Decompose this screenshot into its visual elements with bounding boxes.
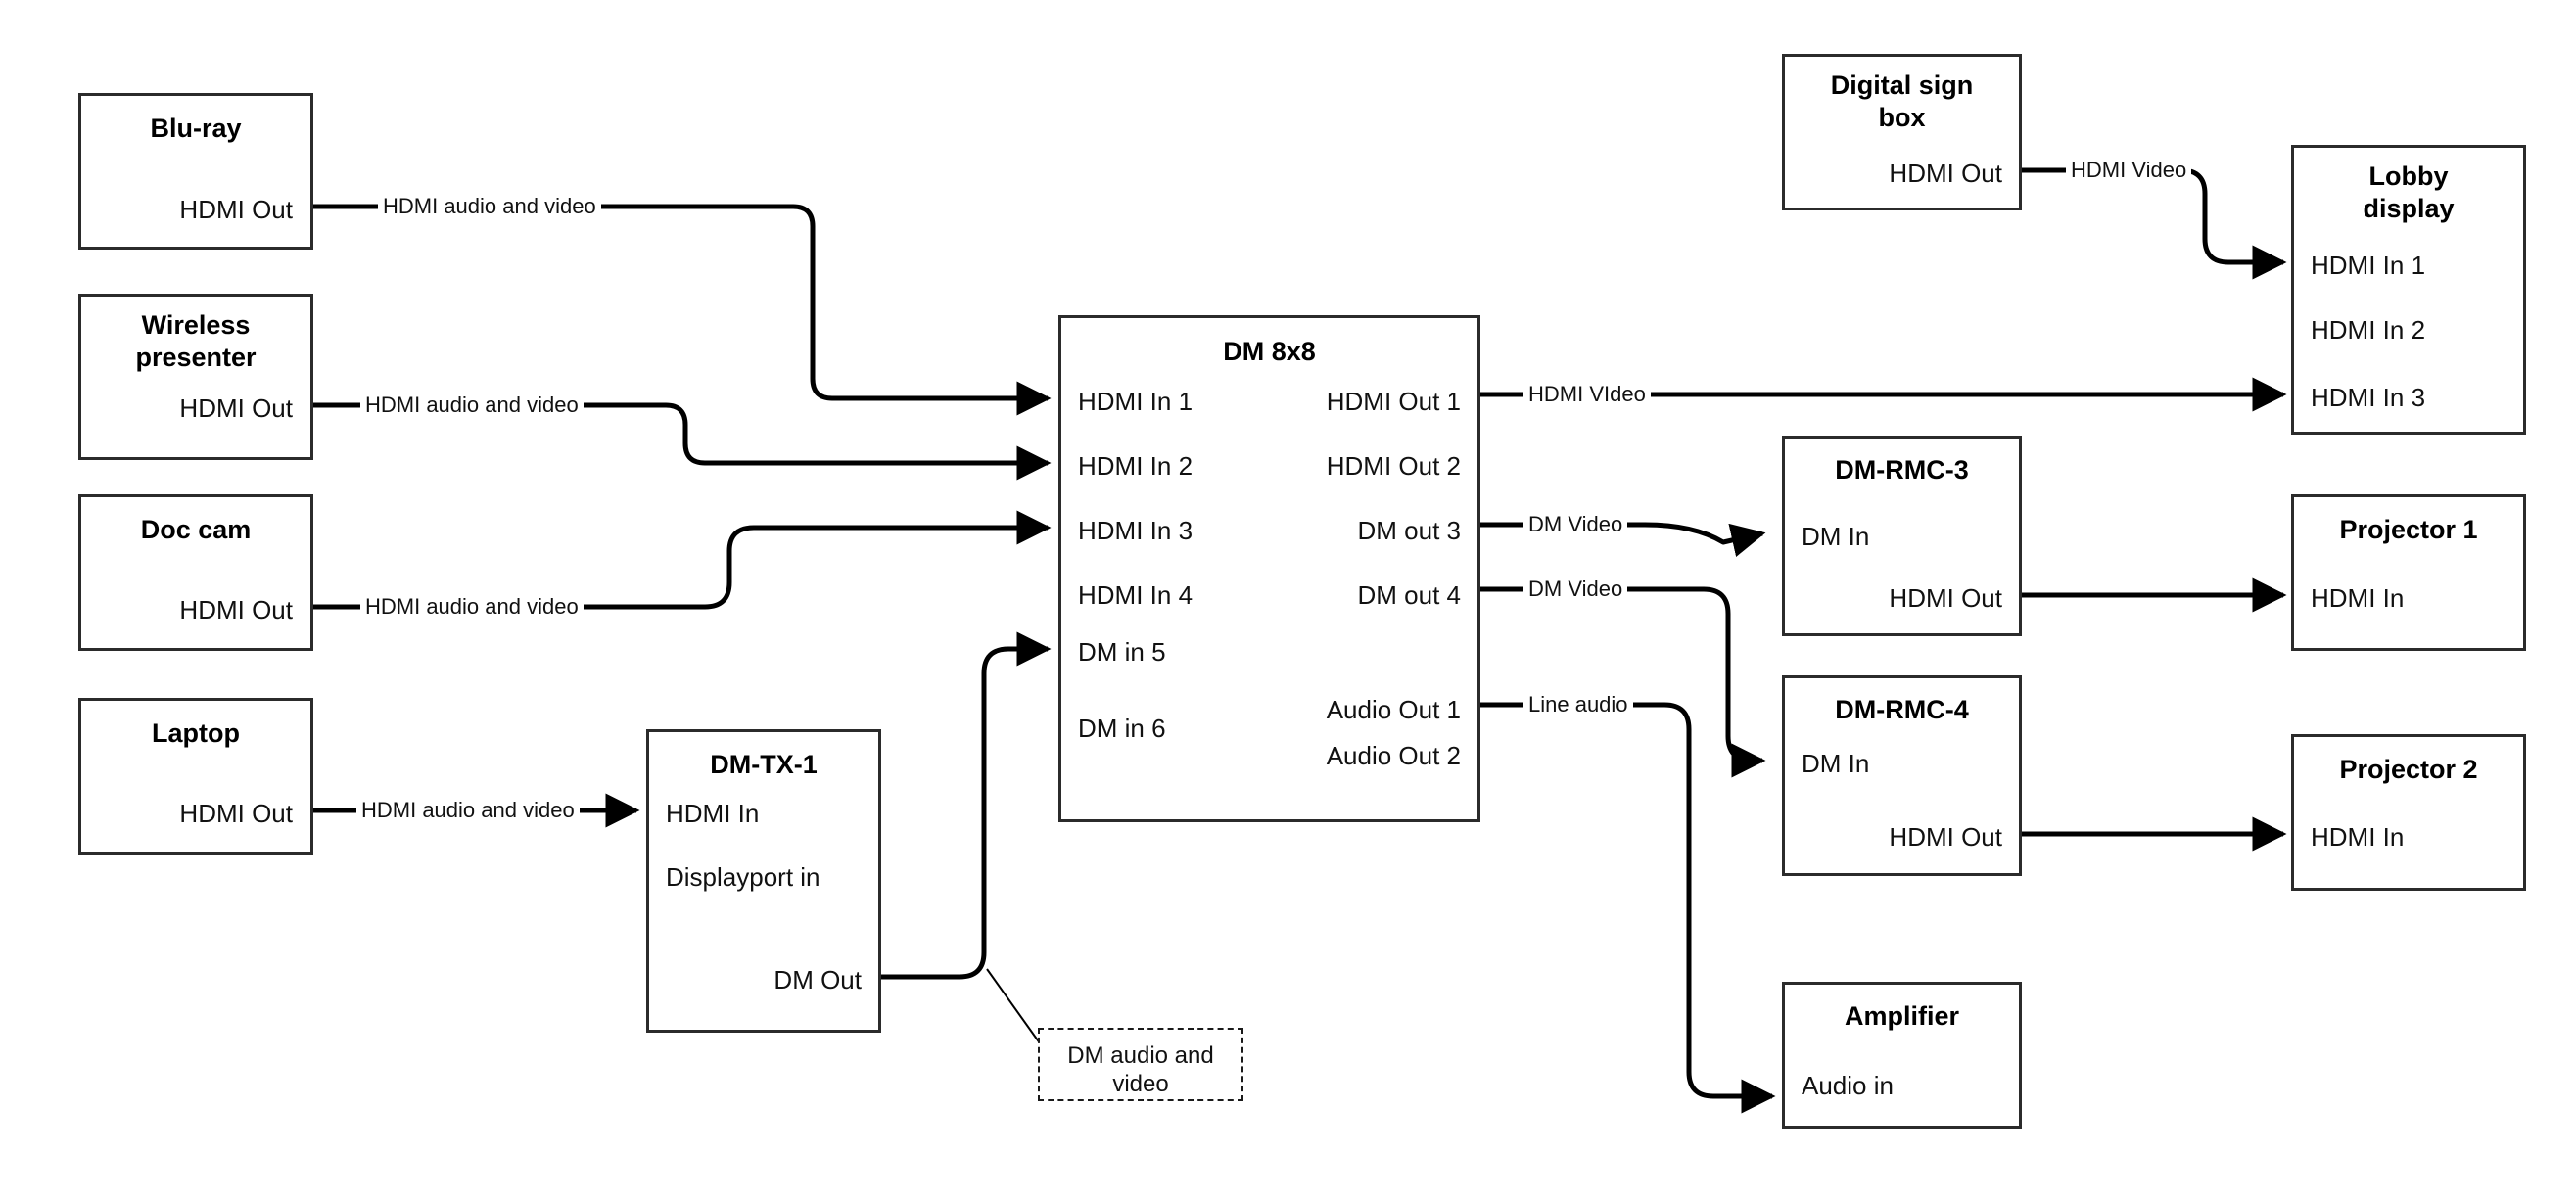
node-dm-tx-1-port-hdmi-in[interactable]: HDMI In	[666, 799, 760, 828]
node-dm-rmc-3-title: DM-RMC-3	[1835, 455, 1969, 485]
wire-label-sign-to-lobby: HDMI Video	[2066, 159, 2192, 182]
node-dm-rmc-3[interactable]: DM-RMC-3 DM In HDMI Out	[1782, 436, 2022, 636]
node-projector-1-title: Projector 1	[2339, 515, 2478, 544]
node-dm-tx-1[interactable]: DM-TX-1 HDMI In Displayport in DM Out	[646, 729, 881, 1033]
node-wireless-presenter-title-line2: presenter	[135, 343, 257, 372]
wire-sign-to-lobby-in1	[2022, 167, 2287, 280]
callout-leader-line	[986, 968, 1044, 1048]
node-laptop[interactable]: Laptop HDMI Out	[78, 698, 313, 855]
node-lobby-display-input-hdmi-in-2[interactable]: HDMI In 2	[2311, 315, 2426, 345]
node-digital-sign-box-port-hdmi-out[interactable]: HDMI Out	[1889, 159, 2002, 188]
node-dm-8x8[interactable]: DM 8x8 HDMI In 1 HDMI In 2 HDMI In 3 HDM…	[1058, 315, 1480, 822]
node-amplifier-title: Amplifier	[1844, 1001, 1960, 1031]
wire-label-wireless: HDMI audio and video	[360, 393, 584, 417]
node-wireless-presenter-title-line1: Wireless	[141, 310, 251, 340]
node-dm-8x8-output-audio-out-1[interactable]: Audio Out 1	[1326, 695, 1461, 724]
node-digital-sign-box[interactable]: Digital sign box HDMI Out	[1782, 54, 2022, 210]
node-dm-8x8-output-audio-out-2[interactable]: Audio Out 2	[1326, 741, 1461, 770]
node-dm-8x8-output-dm-out-4[interactable]: DM out 4	[1357, 580, 1462, 610]
node-lobby-display[interactable]: Lobby display HDMI In 1 HDMI In 2 HDMI I…	[2291, 145, 2526, 435]
wire-bluray-to-dm-in1	[313, 204, 1052, 416]
node-laptop-title: Laptop	[152, 718, 240, 748]
node-doc-cam[interactable]: Doc cam HDMI Out	[78, 494, 313, 651]
node-dm-tx-1-port-displayport-in[interactable]: Displayport in	[666, 862, 820, 892]
node-dm-rmc-3-port-dm-in[interactable]: DM In	[1802, 522, 1870, 551]
node-bluray[interactable]: Blu-ray HDMI Out	[78, 93, 313, 250]
wire-label-bluray: HDMI audio and video	[378, 195, 601, 218]
node-dm-8x8-input-hdmi-in-1[interactable]: HDMI In 1	[1078, 387, 1194, 416]
node-amplifier-port-audio-in[interactable]: Audio in	[1802, 1071, 1894, 1100]
node-wireless-presenter-port-hdmi-out[interactable]: HDMI Out	[179, 393, 293, 423]
node-dm-tx-1-title: DM-TX-1	[710, 750, 818, 779]
node-dm-8x8-output-hdmi-out-2[interactable]: HDMI Out 2	[1326, 451, 1461, 481]
node-bluray-port-hdmi-out[interactable]: HDMI Out	[179, 195, 293, 224]
node-dm-8x8-input-hdmi-in-4[interactable]: HDMI In 4	[1078, 580, 1194, 610]
node-wireless-presenter[interactable]: Wireless presenter HDMI Out	[78, 294, 313, 460]
node-dm-rmc-4-port-hdmi-out[interactable]: HDMI Out	[1889, 822, 2002, 852]
node-dm-8x8-input-dm-in-6[interactable]: DM in 6	[1078, 714, 1166, 743]
node-projector-1-port-hdmi-in[interactable]: HDMI In	[2311, 583, 2405, 613]
node-dm-rmc-4[interactable]: DM-RMC-4 DM In HDMI Out	[1782, 675, 2022, 876]
wire-dm-out4-to-rmc4	[1480, 586, 1766, 778]
node-lobby-display-input-hdmi-in-1[interactable]: HDMI In 1	[2311, 251, 2426, 280]
node-projector-2-title: Projector 2	[2339, 755, 2478, 784]
wire-label-dm-out3: DM Video	[1523, 513, 1628, 536]
wire-label-dm-out4: DM Video	[1523, 577, 1628, 601]
node-lobby-display-input-hdmi-in-3[interactable]: HDMI In 3	[2311, 383, 2426, 412]
node-dm-rmc-3-port-hdmi-out[interactable]: HDMI Out	[1889, 583, 2002, 613]
node-doc-cam-port-hdmi-out[interactable]: HDMI Out	[179, 595, 293, 624]
wire-dm-audio-to-amp	[1480, 702, 1776, 1114]
node-laptop-port-hdmi-out[interactable]: HDMI Out	[179, 799, 293, 828]
wire-label-dm-out1: HDMI VIdeo	[1523, 383, 1651, 406]
node-dm-tx-1-port-dm-out[interactable]: DM Out	[773, 965, 862, 994]
node-dm-8x8-input-dm-in-5[interactable]: DM in 5	[1078, 637, 1166, 667]
node-dm-8x8-title: DM 8x8	[1223, 337, 1316, 366]
node-projector-1[interactable]: Projector 1 HDMI In	[2291, 494, 2526, 651]
node-lobby-display-title-line1: Lobby	[2368, 162, 2449, 191]
node-dm-8x8-output-hdmi-out-1[interactable]: HDMI Out 1	[1326, 387, 1461, 416]
wire-label-laptop: HDMI audio and video	[356, 799, 580, 822]
node-digital-sign-box-title-line2: box	[1878, 103, 1926, 132]
node-lobby-display-title-line2: display	[2363, 194, 2455, 223]
node-dm-8x8-input-hdmi-in-2[interactable]: HDMI In 2	[1078, 451, 1194, 481]
callout-dm-audio-and-video: DM audio and video	[1038, 1028, 1243, 1101]
wire-label-doccam: HDMI audio and video	[360, 595, 584, 619]
node-doc-cam-title: Doc cam	[140, 515, 252, 544]
node-dm-8x8-output-dm-out-3[interactable]: DM out 3	[1357, 516, 1462, 545]
node-dm-rmc-4-title: DM-RMC-4	[1835, 695, 1969, 724]
node-projector-2-port-hdmi-in[interactable]: HDMI In	[2311, 822, 2405, 852]
callout-line2: video	[1112, 1071, 1169, 1097]
node-dm-8x8-input-hdmi-in-3[interactable]: HDMI In 3	[1078, 516, 1194, 545]
node-projector-2[interactable]: Projector 2 HDMI In	[2291, 734, 2526, 891]
wire-label-dm-audio: Line audio	[1523, 693, 1633, 716]
node-digital-sign-box-title-line1: Digital sign	[1830, 70, 1974, 100]
node-amplifier[interactable]: Amplifier Audio in	[1782, 982, 2022, 1129]
wire-dmtx1-to-dm-in5	[881, 631, 1052, 980]
callout-line1: DM audio and	[1067, 1042, 1214, 1069]
node-bluray-title: Blu-ray	[150, 114, 242, 143]
node-dm-rmc-4-port-dm-in[interactable]: DM In	[1802, 749, 1870, 778]
